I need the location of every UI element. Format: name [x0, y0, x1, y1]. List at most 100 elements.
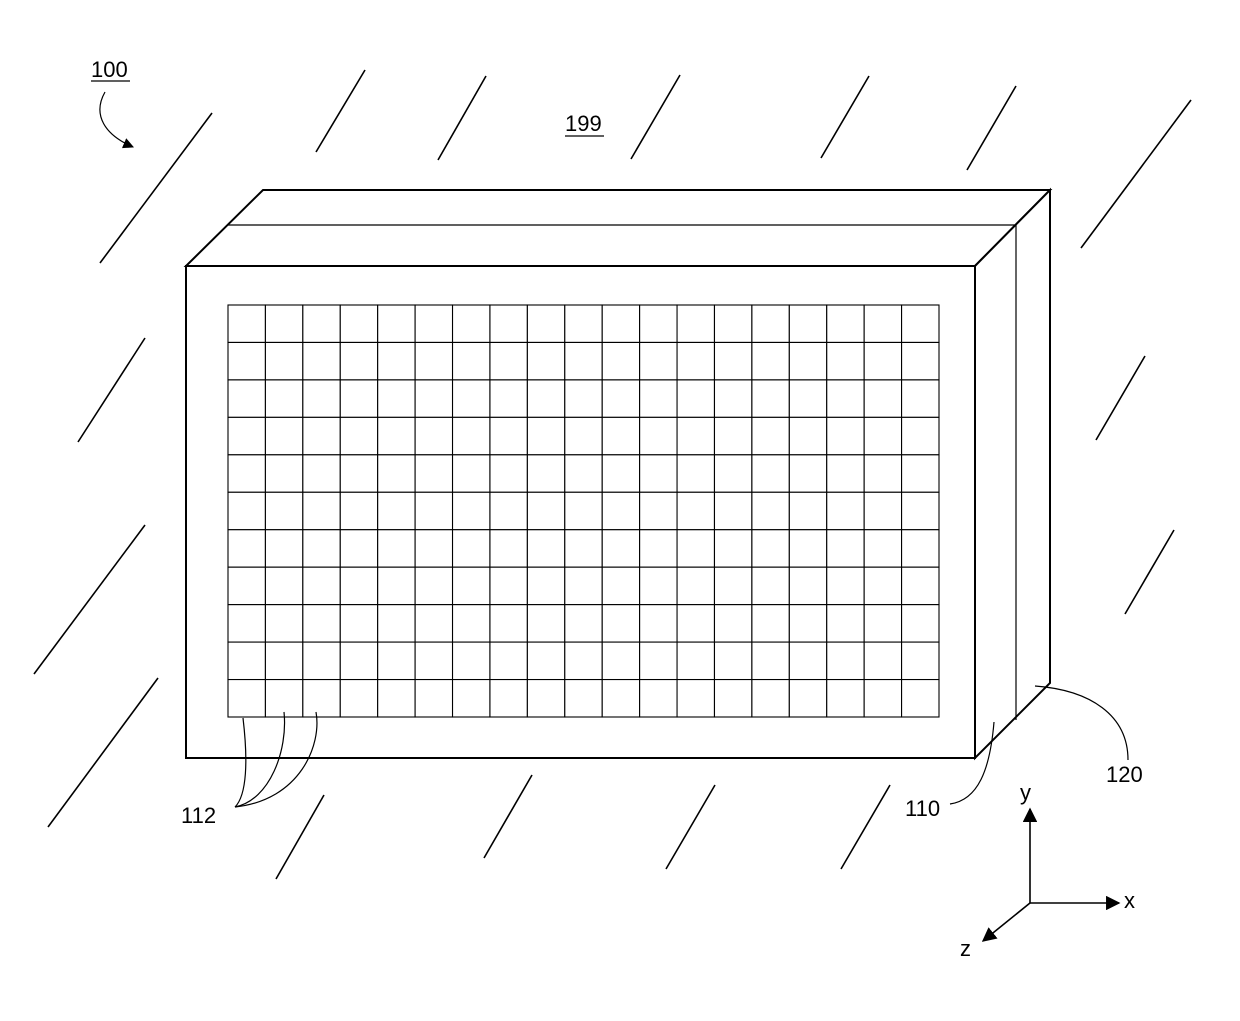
pixel-cell [228, 530, 265, 567]
pixel-cell [714, 642, 751, 679]
pixel-cell [789, 530, 826, 567]
pixel-cell [789, 605, 826, 642]
pixel-array [228, 305, 939, 717]
pixel-cell [714, 567, 751, 604]
pixel-cell [303, 530, 340, 567]
pixel-cell [677, 530, 714, 567]
pixel-cell [714, 305, 751, 342]
pixel-cell [527, 605, 564, 642]
pixel-cell [565, 342, 602, 379]
pixel-cell [453, 417, 490, 454]
pixel-cell [340, 680, 377, 717]
pixel-cell [228, 567, 265, 604]
pixel-cell [340, 380, 377, 417]
pixel-cell [789, 380, 826, 417]
pixel-cell [303, 605, 340, 642]
x-axis-label: x [1124, 888, 1135, 913]
pixel-cell [640, 380, 677, 417]
pixel-cell [340, 530, 377, 567]
pixel-cell [378, 642, 415, 679]
pixel-cell [902, 305, 939, 342]
pixel-cell [490, 417, 527, 454]
pixel-cell [752, 530, 789, 567]
pixel-cell [378, 380, 415, 417]
pixel-cell [714, 680, 751, 717]
ref-layer-front-label: 110 [905, 796, 940, 821]
pixel-cell [527, 530, 564, 567]
pixel-cell [453, 342, 490, 379]
pixel-cell [677, 380, 714, 417]
pixel-cell [714, 342, 751, 379]
pixel-cell [602, 417, 639, 454]
pixel-cell [415, 642, 452, 679]
pixel-cell [864, 492, 901, 529]
pixel-cell [453, 305, 490, 342]
pixel-cell [827, 605, 864, 642]
pixel-cell [490, 567, 527, 604]
pixel-cell [490, 455, 527, 492]
pixel-cell [527, 342, 564, 379]
pixel-cell [303, 380, 340, 417]
pixel-cell [864, 567, 901, 604]
pixel-cell [378, 417, 415, 454]
pixel-cell [378, 530, 415, 567]
pixel-cell [265, 342, 302, 379]
pixel-cell [378, 342, 415, 379]
pixel-cell [565, 455, 602, 492]
pixel-cell [228, 492, 265, 529]
pixel-cell [265, 605, 302, 642]
pixel-cell [565, 305, 602, 342]
pixel-cell [602, 530, 639, 567]
pixel-cell [265, 530, 302, 567]
pixel-cell [265, 642, 302, 679]
pixel-cell [565, 567, 602, 604]
pixel-cell [640, 455, 677, 492]
pixel-cell [265, 680, 302, 717]
pixel-cell [340, 417, 377, 454]
pixel-cell [677, 342, 714, 379]
pixel-cell [415, 342, 452, 379]
pixel-cell [265, 492, 302, 529]
pixel-cell [864, 455, 901, 492]
pixel-cell [640, 305, 677, 342]
pixel-cell [303, 417, 340, 454]
pixel-cell [340, 605, 377, 642]
pixel-cell [677, 305, 714, 342]
pixel-cell [752, 605, 789, 642]
pixel-cell [864, 342, 901, 379]
pixel-cell [752, 305, 789, 342]
pixel-cell [602, 492, 639, 529]
pixel-cell [864, 642, 901, 679]
pixel-cell [752, 380, 789, 417]
pixel-cell [265, 567, 302, 604]
pixel-cell [490, 680, 527, 717]
pixel-cell [752, 455, 789, 492]
pixel-cell [827, 567, 864, 604]
pixel-cell [415, 305, 452, 342]
pixel-cell [714, 455, 751, 492]
pixel-cell [640, 530, 677, 567]
pixel-cell [228, 680, 265, 717]
z-axis-arrow [983, 903, 1030, 941]
pixel-cell [415, 492, 452, 529]
pixel-cell [490, 530, 527, 567]
y-axis-label: y [1020, 780, 1031, 805]
pixel-cell [228, 380, 265, 417]
pixel-cell [378, 305, 415, 342]
pixel-cell [602, 342, 639, 379]
pixel-cell [602, 305, 639, 342]
pixel-cell [602, 680, 639, 717]
pixel-cell [453, 455, 490, 492]
pixel-cell [864, 680, 901, 717]
ref-layer-back-leader [1035, 686, 1128, 760]
pixel-cell [228, 342, 265, 379]
right-side-face [975, 190, 1050, 758]
pixel-cell [453, 680, 490, 717]
pixel-cell [303, 642, 340, 679]
pixel-cell [864, 380, 901, 417]
pixel-cell [527, 455, 564, 492]
pixel-cell [453, 492, 490, 529]
pixel-cell [902, 605, 939, 642]
pixel-cell [602, 455, 639, 492]
pixel-cell [789, 455, 826, 492]
